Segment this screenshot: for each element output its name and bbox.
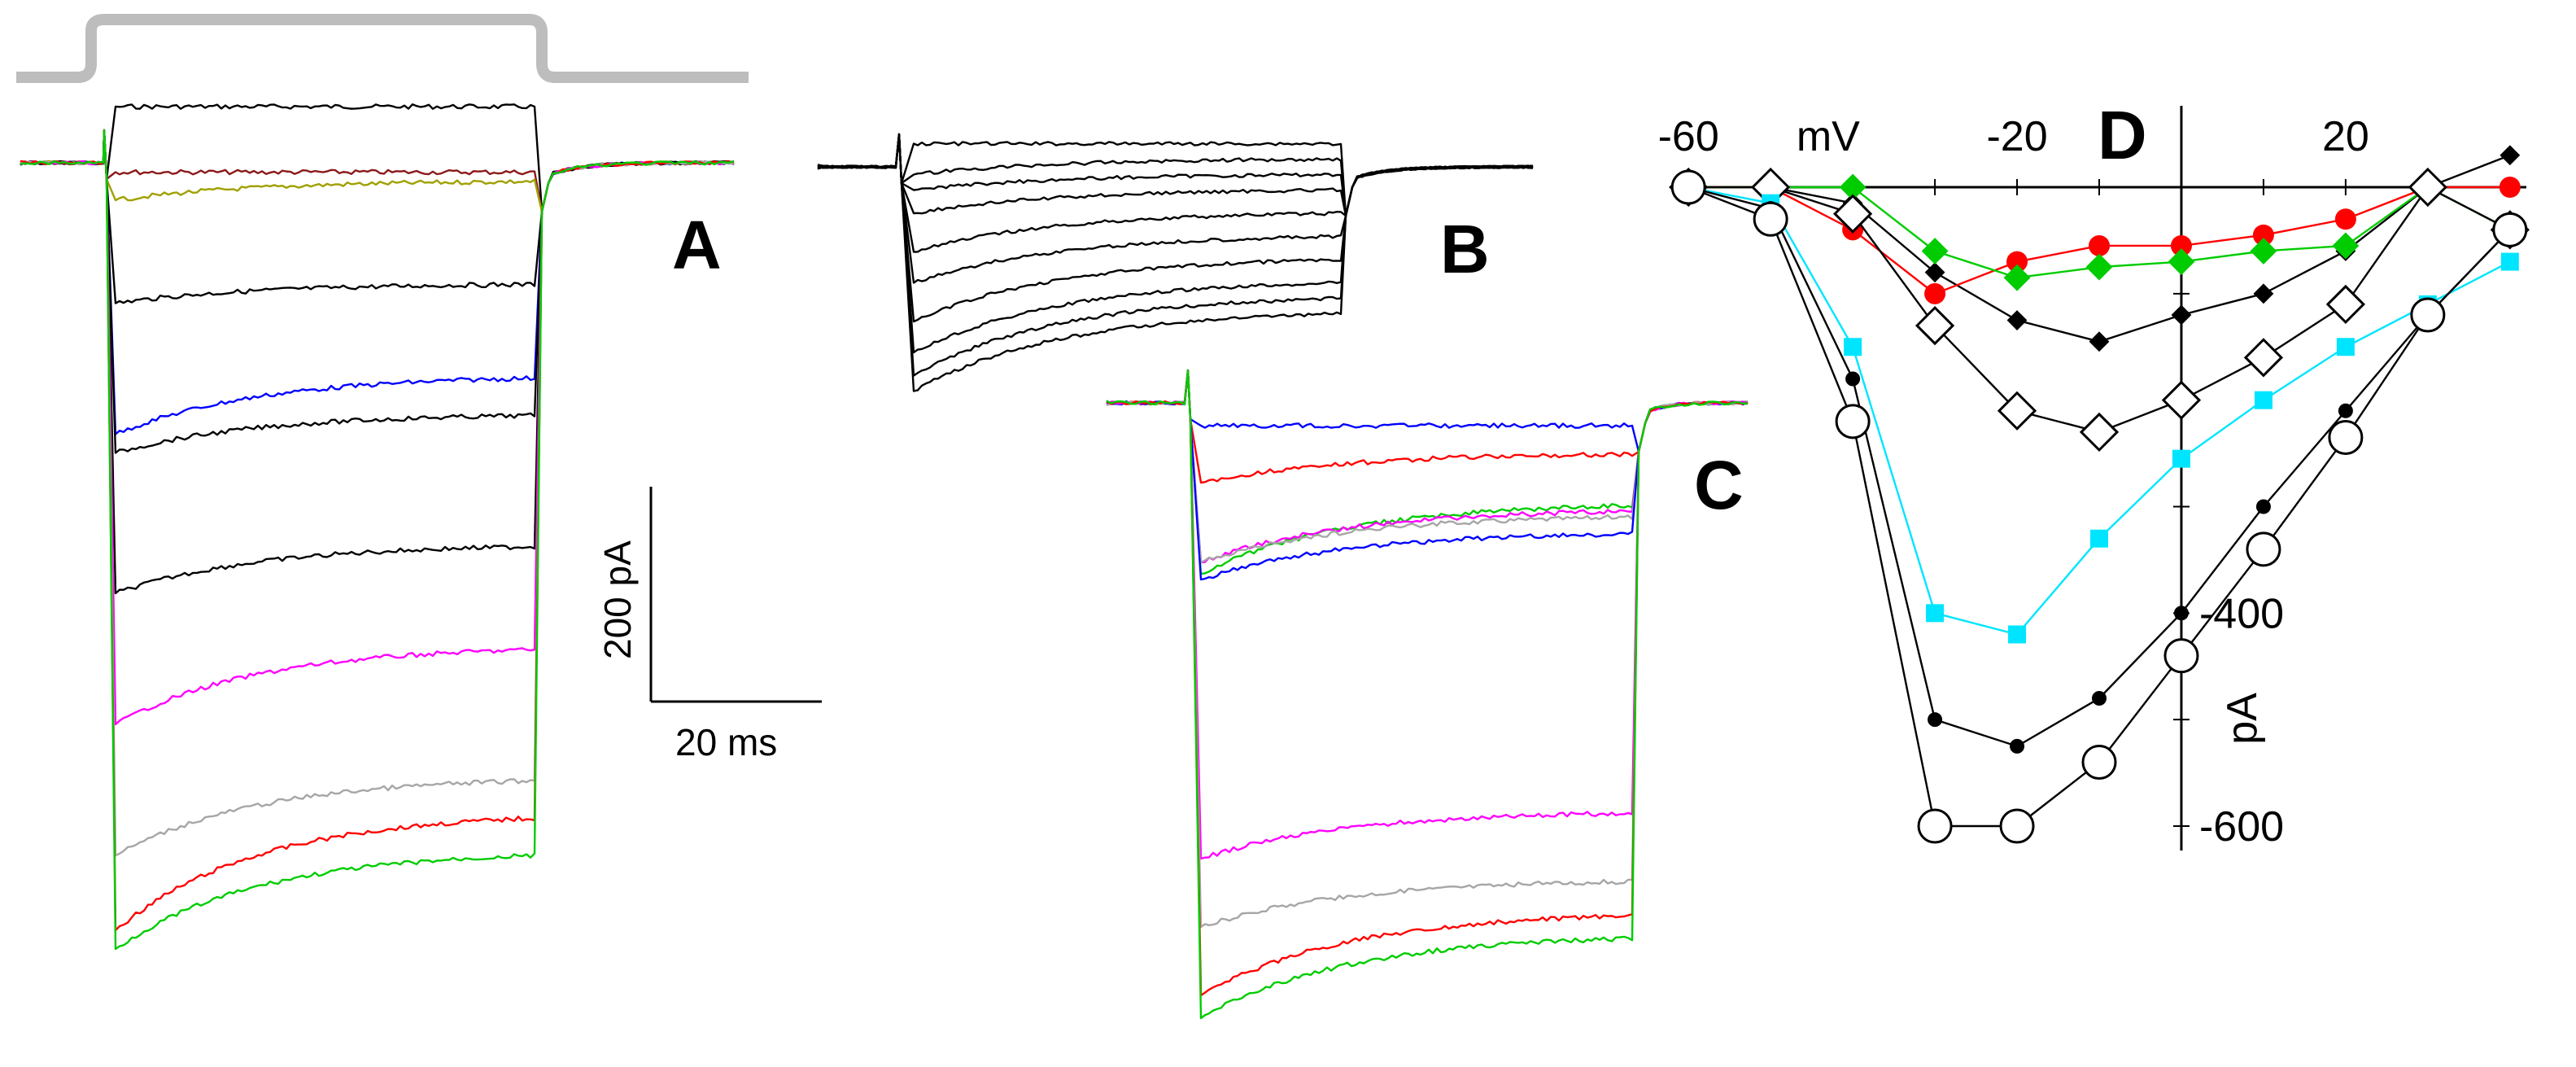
panel-d-x-label: mV bbox=[1797, 113, 1860, 160]
panel-d-series-6-point-3 bbox=[1917, 808, 1953, 844]
panel-d-series-1-point-4 bbox=[2006, 251, 2028, 273]
panel-d-series-6-point-4 bbox=[1999, 808, 2035, 844]
panel-d-series-6-point-6 bbox=[2163, 638, 2199, 674]
panel-d-series-4-point-7 bbox=[2254, 391, 2273, 409]
panel-label-d: D bbox=[2098, 97, 2147, 173]
panel-d-y-tick-label-0: -400 bbox=[2199, 590, 2284, 637]
panel-d-series-2-point-7 bbox=[2250, 238, 2277, 265]
panel-d-series-3-point-3 bbox=[1915, 305, 1955, 346]
panel-c-trace-8 bbox=[1106, 369, 1749, 997]
panel-label-a: A bbox=[672, 207, 722, 283]
panel-d-series-3-point-7 bbox=[2243, 338, 2284, 378]
panel-d-x-tick-label-2: 20 bbox=[2322, 113, 2369, 160]
panel-d-series-0-point-4 bbox=[2006, 310, 2028, 330]
panel-d-series-2-point-5 bbox=[2085, 253, 2113, 281]
panel-d-series-4-point-10 bbox=[2500, 252, 2519, 271]
panel-d-series-6-point-7 bbox=[2246, 531, 2281, 567]
panel-d-series-6-point-2 bbox=[1835, 404, 1871, 439]
panel-b-trace-9 bbox=[817, 133, 1534, 392]
panel-d-series-4-point-4 bbox=[2008, 625, 2027, 644]
panel-c-trace-5 bbox=[1106, 369, 1749, 581]
panel-c-trace-4 bbox=[1106, 369, 1749, 564]
panel-d: -60 -20 20 mV -400 -600 pA bbox=[1658, 106, 2530, 851]
panel-d-series-0-point-7 bbox=[2253, 283, 2274, 304]
panel-d-series-4-point-2 bbox=[1844, 338, 1862, 356]
panel-d-series-1-point-3 bbox=[1924, 282, 1946, 304]
panel-c-trace-0 bbox=[1106, 369, 1749, 453]
panel-d-series-3-point-8 bbox=[2325, 284, 2366, 325]
panel-c-trace-7 bbox=[1106, 369, 1749, 929]
panel-c-trace-3 bbox=[1106, 369, 1749, 564]
panel-c-trace-9 bbox=[1106, 369, 1749, 1020]
panel-d-series-1-point-10 bbox=[2499, 177, 2521, 198]
panel-c-trace-6 bbox=[1106, 369, 1749, 860]
panel-d-series-5-point-4 bbox=[2010, 738, 2025, 754]
panel-d-series-1-point-8 bbox=[2334, 208, 2356, 230]
scale-bar: 200 pA 20 ms bbox=[596, 487, 822, 763]
panel-d-series-1-point-7 bbox=[2252, 224, 2274, 246]
panel-b-trace-8 bbox=[817, 133, 1534, 377]
panel-d-series-4-point-5 bbox=[2090, 529, 2108, 548]
panel-b bbox=[817, 133, 1534, 392]
panel-d-series-6-point-9 bbox=[2410, 297, 2446, 333]
panel-a-protocol bbox=[16, 14, 749, 83]
panel-a-trace-10 bbox=[20, 129, 735, 951]
panel-d-series-3-point-5 bbox=[2079, 412, 2120, 453]
panel-d-series-5-point-2 bbox=[1845, 371, 1861, 387]
panel-label-c: C bbox=[1694, 447, 1744, 523]
panel-d-series-5-point-8 bbox=[2338, 403, 2353, 418]
panel-d-series-4-point-8 bbox=[2336, 338, 2355, 356]
panel-d-x-tick-label-1: -20 bbox=[1986, 113, 2047, 160]
panel-d-series-3-point-9 bbox=[2408, 167, 2447, 208]
panel-d-series-5-point-7 bbox=[2255, 499, 2271, 514]
panel-label-b: B bbox=[1440, 211, 1490, 287]
panel-d-series-0-point-5 bbox=[2089, 331, 2110, 352]
panel-d-series-1-point-5 bbox=[2089, 234, 2110, 256]
panel-d-series-5-point-6 bbox=[2173, 606, 2189, 621]
panel-d-series-2-point-8 bbox=[2332, 232, 2360, 260]
panel-d-y-label: pA bbox=[2219, 693, 2266, 745]
panel-d-series-3-point-4 bbox=[1997, 391, 2037, 431]
panel-d-series-6-point-1 bbox=[1753, 201, 1788, 237]
panel-c-trace-1 bbox=[1106, 369, 1749, 484]
panel-d-y-tick-label-1: -600 bbox=[2199, 803, 2284, 851]
panel-d-series-6-point-8 bbox=[2328, 419, 2364, 455]
panel-d-series-0-point-10 bbox=[2500, 145, 2521, 166]
panel-d-series-2-point-4 bbox=[2003, 264, 2031, 291]
panel-d-series-0-point-6 bbox=[2171, 304, 2192, 326]
panel-d-series-1-point-6 bbox=[2170, 234, 2192, 256]
panel-d-series-6-point-5 bbox=[2081, 745, 2117, 780]
panel-d-series-3-point-2 bbox=[1832, 194, 1873, 234]
panel-d-series-2-point-3 bbox=[1921, 238, 1949, 265]
panel-d-series-0-point-3 bbox=[1924, 262, 1945, 283]
panel-d-series-3-point-6 bbox=[2161, 380, 2202, 420]
panel-d-series-2-point-6 bbox=[2168, 248, 2195, 275]
scale-bar-current-label: 200 pA bbox=[596, 540, 639, 659]
panel-d-series-6-point-0 bbox=[1670, 169, 1706, 205]
scale-bar-time-label: 20 ms bbox=[675, 721, 777, 763]
panel-d-series-4-point-6 bbox=[2172, 449, 2190, 468]
panel-d-series-5-point-5 bbox=[2092, 691, 2107, 706]
panel-a-trace-8 bbox=[20, 129, 735, 857]
panel-d-series-4-point-3 bbox=[1926, 604, 1945, 623]
panel-d-series-5-point-3 bbox=[1928, 712, 1943, 728]
panel-d-series-6-point-10 bbox=[2492, 212, 2528, 247]
panel-c-trace-2 bbox=[1106, 369, 1749, 575]
panel-d-x-tick-label-0: -60 bbox=[1658, 113, 1719, 160]
panel-a bbox=[16, 14, 749, 951]
panel-c bbox=[1106, 369, 1749, 1020]
